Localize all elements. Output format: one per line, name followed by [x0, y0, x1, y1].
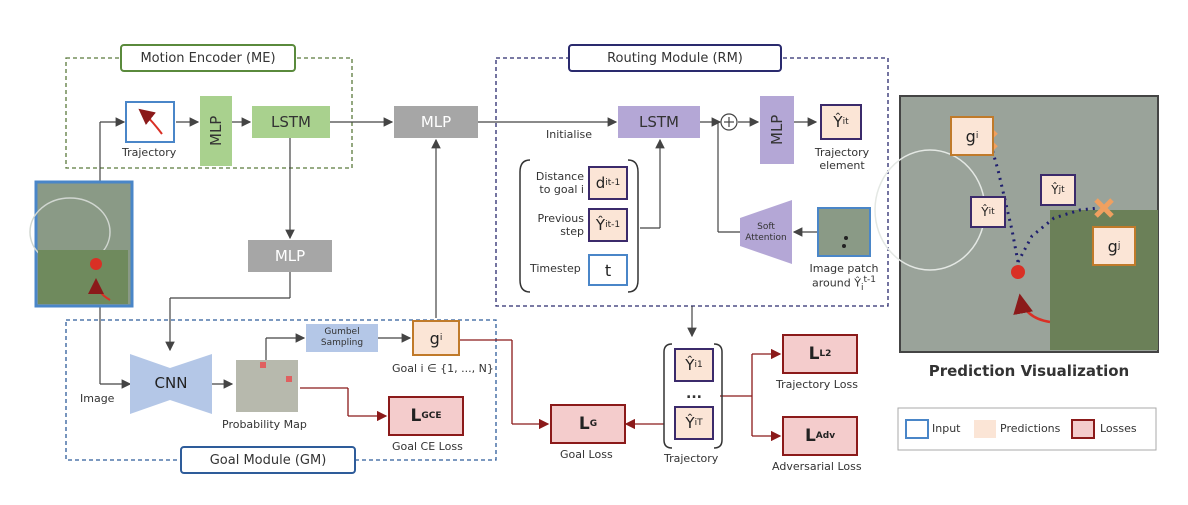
pedestrian-icon-vis [1011, 265, 1025, 279]
timestep-label: Timestep [530, 262, 581, 275]
prediction-visualization-title: Prediction Visualization [928, 362, 1130, 380]
legend-frame [897, 407, 1157, 451]
timestep-box: t [588, 254, 628, 286]
pedestrian-icon [90, 258, 102, 270]
rm-mlp-block: MLP [760, 96, 794, 164]
goal-module-title: Goal Module (GM) [180, 446, 356, 474]
goal-index-label: Goal i ∈ {1, ..., N} [392, 362, 494, 375]
fusion-mlp-block: MLP [394, 106, 478, 138]
image-patch-image [817, 207, 871, 257]
legend-predictions-swatch [974, 420, 996, 438]
legend-losses-swatch [1071, 419, 1095, 439]
routing-module-title: Routing Module (RM) [568, 44, 782, 72]
probability-map-image [236, 360, 298, 412]
goal-ce-loss-label: Goal CE Loss [392, 440, 463, 453]
trajectory-loss-label: Trajectory Loss [776, 378, 858, 391]
adversarial-loss-label: Adversarial Loss [772, 460, 862, 473]
trajectory-output-label: Trajectory [664, 452, 719, 465]
rm-lstm-block: LSTM [618, 106, 700, 138]
legend-input-label: Input [932, 422, 961, 435]
legend-losses-label: Losses [1100, 422, 1137, 435]
goal-loss-label: Goal Loss [560, 448, 613, 461]
initialise-label: Initialise [546, 128, 592, 141]
goal-cross-icon-j [1094, 198, 1114, 218]
cnn-label: CNN [154, 374, 188, 392]
trajectory-icon-frame [125, 101, 175, 143]
distance-to-goal-label: Distance to goal i [535, 170, 584, 196]
image-patch-label: Image patch around Ŷit-1 [809, 262, 879, 293]
trajectory-input-label: Trajectory [122, 146, 177, 159]
trajectory-ellipsis: ... [686, 386, 702, 402]
motion-encoder-title: Motion Encoder (ME) [120, 44, 296, 72]
gumbel-sampling-box: Gumbel Sampling [306, 324, 378, 352]
trajectory-element-label: Trajectory element [814, 146, 870, 172]
legend-input-swatch [905, 419, 929, 439]
soft-attention-label: Soft Attention [745, 222, 787, 243]
probability-map-label: Probability Map [222, 418, 307, 431]
me-lstm-block: LSTM [252, 106, 330, 138]
previous-step-label: Previous step [537, 212, 585, 238]
soft-attention-shape [740, 200, 792, 264]
trajectory-icon [138, 108, 163, 135]
legend-predictions-label: Predictions [1000, 422, 1061, 435]
goal-mlp-block: MLP [248, 240, 332, 272]
me-mlp-block: MLP [200, 96, 232, 166]
image-label: Image [80, 392, 115, 405]
